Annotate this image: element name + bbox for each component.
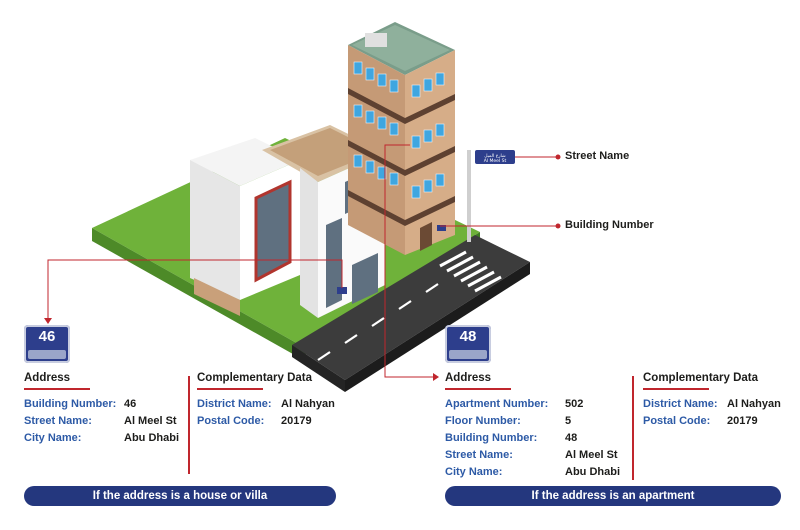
apartment-address-title: Address — [445, 372, 492, 384]
crosswalk — [439, 250, 502, 293]
apartment-row-street-name: Street Name:Al Meel St — [445, 449, 618, 461]
house-row-district-name: District Name:Al Nahyan — [197, 398, 335, 410]
apartment-tower — [348, 22, 455, 255]
leader-lines — [47, 144, 558, 378]
divider — [643, 388, 709, 390]
street-sign-arabic: شارع الميل — [484, 154, 506, 159]
street-sign: شارع الميل Al Meel St — [467, 150, 515, 242]
street-sign-english: Al Meel St — [484, 158, 507, 164]
callout-street-name: Street Name — [565, 150, 630, 162]
apartment-row-floor-number: Floor Number:5 — [445, 415, 572, 427]
tower-address-plate — [437, 225, 446, 231]
apartment-banner: If the address is an apartment — [445, 486, 781, 506]
apartment-complementary-title: Complementary Data — [643, 372, 759, 384]
house-row-city-name: City Name:Abu Dhabi — [24, 432, 179, 444]
apartment-row-postal-code: Postal Code:20179 — [643, 415, 758, 427]
plate-number: 46 — [38, 328, 56, 345]
road — [292, 235, 530, 392]
apartment-row-apartment-number: Apartment Number:502 — [445, 398, 584, 410]
apartment-address-plate: 48 — [445, 325, 491, 363]
house-row-street-name: Street Name:Al Meel St — [24, 415, 177, 427]
villa-address-plate — [337, 287, 347, 294]
divider — [188, 376, 190, 474]
house-banner: If the address is a house or villa — [24, 486, 336, 506]
house-row-postal-code: Postal Code:20179 — [197, 415, 312, 427]
callout-building-number: Building Number — [565, 219, 654, 231]
divider — [445, 388, 511, 390]
apartment-row-building-number: Building Number:48 — [445, 432, 578, 444]
apartment-row-district-name: District Name:Al Nahyan — [643, 398, 781, 410]
divider — [632, 376, 634, 480]
house-address-title: Address — [24, 372, 71, 384]
house-complementary-title: Complementary Data — [197, 372, 313, 384]
plate-number: 48 — [459, 328, 477, 345]
house-row-building-number: Building Number:46 — [24, 398, 137, 410]
house-address-plate: 46 — [24, 325, 70, 363]
divider — [24, 388, 90, 390]
apartment-row-city-name: City Name:Abu Dhabi — [445, 466, 620, 478]
divider — [197, 388, 263, 390]
